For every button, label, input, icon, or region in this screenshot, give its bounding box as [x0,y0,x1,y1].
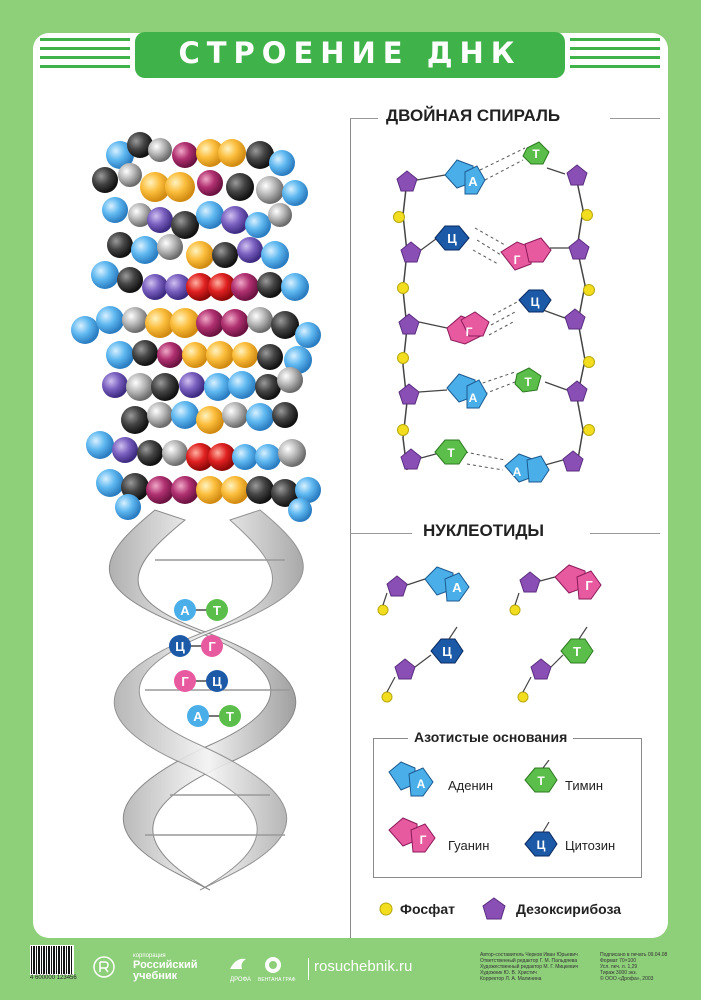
helix-base-pair-3: Г Ц [446,289,552,345]
legend-letter: Ц [537,838,546,852]
helix-letter: Г [466,325,473,339]
title-bar [135,32,565,78]
legend-letter: Т [537,774,545,788]
helix-letter: Т [532,147,540,161]
nucleotide-letter: Ц [442,644,452,659]
ribbon-letter: Г [181,674,189,689]
publisher-logo-icon [93,956,115,978]
phosphate-icon [379,902,393,916]
publisher-name: Российский учебник [133,959,198,982]
deoxyribose-icon [482,897,506,920]
ribbon-letter: Г [208,639,216,654]
nucleotide-cytosine: Ц [381,626,464,703]
credit-line: Художественный редактор М. Г. Мицкевич [480,964,579,970]
space-filling-atoms [71,132,321,522]
ribbon-letter: А [180,603,190,618]
credit-line: Корректор Л. А. Малинина [480,976,542,982]
guanine-icon: Г [388,817,436,853]
barcode [30,945,74,975]
bases-legend-title: Азотистые основания [408,729,574,745]
legend-letter: А [417,777,426,791]
ribbon-letter: Ц [212,674,222,689]
helix-base-pair-4: А Т [446,367,542,409]
header-rule-left [350,118,378,119]
credit-line: Ответственный редактор Г. М. Пальдяева [480,958,578,964]
footer-divider [308,958,309,980]
imprint-line: Тираж 3000 экз. [600,970,637,976]
header-rule-right [610,118,660,119]
legend-cytosine-label: Цитозин [565,838,616,853]
title-stripes-right [570,38,660,68]
nucleotide-letter: А [452,580,462,595]
nucleotide-thymine: Т [517,626,594,703]
nucleotide-letter: Т [573,644,581,659]
helix-letter: Т [524,375,532,389]
ribbon-base-pairs: А Т Ц Г Г Ц А Т [169,599,241,727]
credits-block: Автор-составитель Черков Иван Юрьевич От… [480,952,605,982]
legend-adenine-label: Аденин [448,778,494,793]
website-link[interactable]: rosuchebnik.ru [314,958,413,975]
adenine-icon: А [388,761,434,797]
helix-letter: А [468,174,478,189]
thymine-icon: Т [524,760,558,793]
helix-letter: А [513,465,522,479]
helix-letter: А [469,391,478,405]
nucleotides-rule-right [590,533,660,534]
barcode-number: 4 600000 123456 [30,975,77,981]
imprint-block: Подписано в печать 09.04.08 Формат 70×10… [600,952,680,982]
backbone-legend-icons [379,897,506,920]
legend-phosphate-label: Фосфат [400,901,455,917]
bases-legend-icons: А Т Г Ц [388,760,558,857]
nucleotides-diagram: А Г Ц Т [377,564,602,703]
helix-base-pair-1: А Т [444,141,550,195]
nucleotide-letter: Г [585,578,593,593]
brand-drofa: ДРОФА [230,977,252,983]
nucleotide-guanine: Г [509,564,602,616]
imprint-line: Усл. печ. л. 1,29 [600,964,638,970]
legend-thymine-label: Тимин [565,778,604,793]
publisher-prefix: корпорация [133,953,166,959]
ventana-graf-icon [265,957,281,973]
imprint-line: Формат 70×100 [600,958,636,964]
helix-letter: Ц [447,231,457,246]
imprint-line: Подписано в печать 09.04.08 [600,952,668,958]
title-stripes-left [40,38,130,68]
imprint-line: © ООО «Дрофа», 2003 [600,976,654,982]
section-double-helix-heading: ДВОЙНАЯ СПИРАЛЬ [386,106,561,125]
nucleotides-rule-left [350,533,412,534]
dna-model-illustration: А Т Ц Г Г Ц А Т [71,132,321,891]
helix-base-pair-5: Т А [434,439,550,483]
drofa-bird-icon [230,958,246,969]
helix-base-pair-2: Ц Г [434,225,552,271]
column-separator [350,118,351,938]
ribbon-letter: Т [213,603,221,618]
legend-letter: Г [420,833,427,847]
ribbon-letter: А [193,709,203,724]
page-title: СТРОЕНИЕ ДНК [178,36,522,70]
ribbon-letter: Т [226,709,234,724]
helix-letter: Ц [531,295,540,309]
nucleotide-adenine: А [377,566,470,616]
brand-ventana-graf: ВЕНТАНА ГРАФ [258,977,296,983]
ribbon-letter: Ц [175,639,185,654]
helix-letter: Т [447,446,455,460]
legend-guanine-label: Гуанин [448,838,490,853]
helix-letter: Г [514,253,521,267]
double-helix-schematic: А Т Ц Г Г Ц А Т Т [393,141,595,483]
cytosine-icon: Ц [524,821,558,857]
credit-line: Художник Ю. В. Христич [480,970,537,976]
legend-deoxyribose-label: Дезоксирибоза [516,901,622,917]
section-nucleotides-heading: НУКЛЕОТИДЫ [423,521,545,540]
credit-line: Автор-составитель Черков Иван Юрьевич [480,952,578,958]
